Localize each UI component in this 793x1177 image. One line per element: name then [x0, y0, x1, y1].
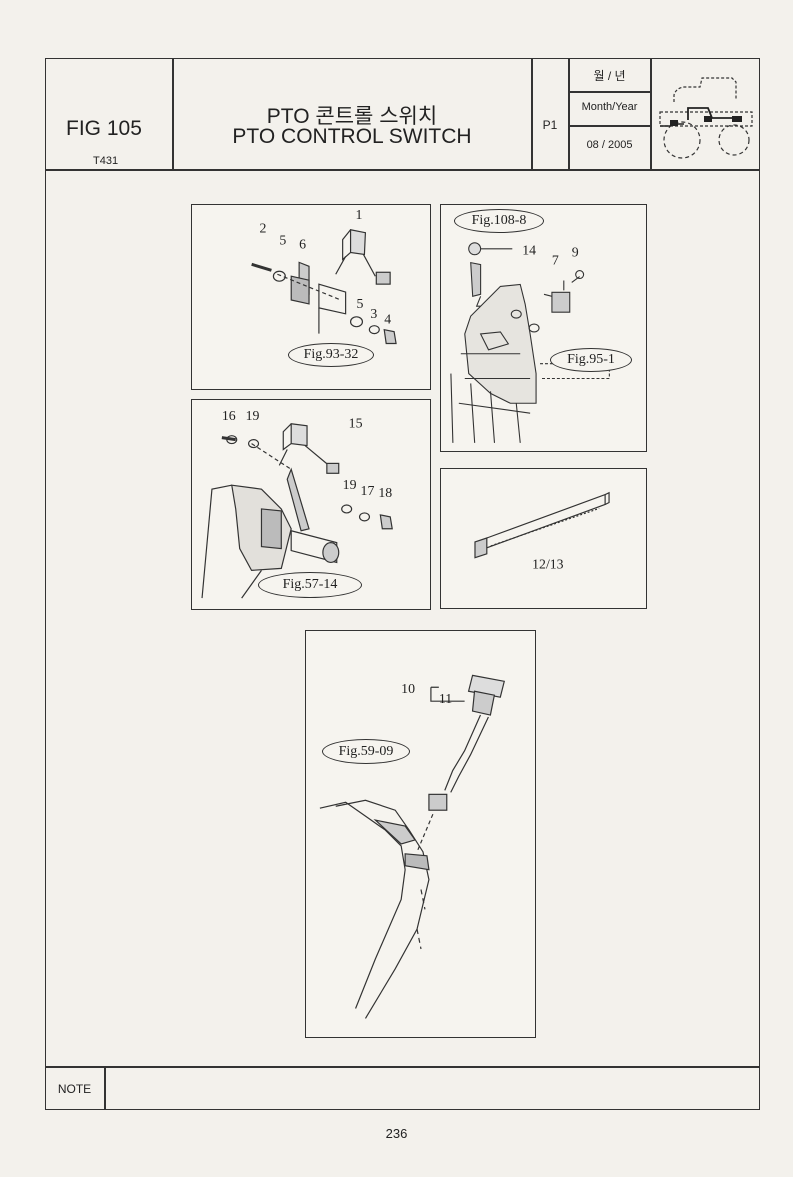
- callout-19b: 19: [343, 477, 357, 492]
- ref-fig-108-8: Fig.108-8: [454, 209, 544, 233]
- callout-15: 15: [349, 416, 363, 431]
- ref-fig-95-1: Fig.95-1: [550, 348, 632, 372]
- header-divider: [45, 169, 760, 171]
- callout-12-13: 12/13: [532, 557, 564, 572]
- title-korean: PTO 콘트롤 스위치: [266, 105, 438, 128]
- date-label-korean: 월 / 년: [593, 69, 626, 83]
- fig-label: FIG 105: [66, 117, 142, 140]
- ref-fig-59-09: Fig.59-09: [322, 739, 410, 764]
- callout-10: 10: [401, 682, 415, 697]
- callout-9: 9: [572, 245, 579, 260]
- header-col-divider: [531, 58, 533, 170]
- title-english: PTO CONTROL SWITCH: [232, 125, 472, 148]
- diagram-panel-5: 10 11: [305, 630, 536, 1038]
- callout-16: 16: [222, 408, 236, 423]
- page-code: P1: [542, 118, 558, 132]
- callout-3: 3: [370, 306, 377, 321]
- header-col-divider: [650, 58, 652, 170]
- callout-4: 4: [384, 312, 391, 327]
- callout-7: 7: [552, 253, 559, 268]
- callout-6: 6: [299, 237, 306, 252]
- page-frame: [45, 58, 760, 1110]
- callout-18: 18: [378, 485, 392, 500]
- callout-14: 14: [522, 243, 536, 258]
- note-divider: [45, 1066, 760, 1068]
- date-divider: [568, 125, 651, 127]
- callout-5b: 5: [357, 296, 364, 311]
- page-number: 236: [385, 1126, 408, 1141]
- ref-fig-57-14: Fig.57-14: [258, 572, 362, 598]
- date-label-english: Month/Year: [581, 101, 638, 113]
- date-value: 08 / 2005: [586, 139, 633, 151]
- callout-1: 1: [356, 207, 363, 222]
- callout-2: 2: [260, 221, 267, 236]
- diagram-panel-2: 14 7 9: [440, 204, 647, 452]
- header-col-divider: [172, 58, 174, 170]
- ref-fig-93-32: Fig.93-32: [288, 343, 374, 367]
- model-code: T431: [93, 155, 119, 167]
- date-divider: [568, 91, 651, 93]
- callout-5: 5: [279, 233, 286, 248]
- note-label: NOTE: [57, 1082, 92, 1096]
- callout-17: 17: [361, 483, 375, 498]
- note-col-divider: [104, 1066, 106, 1110]
- tractor-icon: [659, 77, 753, 159]
- callout-19: 19: [246, 408, 260, 423]
- header-col-divider: [568, 58, 570, 170]
- callout-11: 11: [439, 692, 452, 707]
- diagram-panel-4: 12/13: [440, 468, 647, 609]
